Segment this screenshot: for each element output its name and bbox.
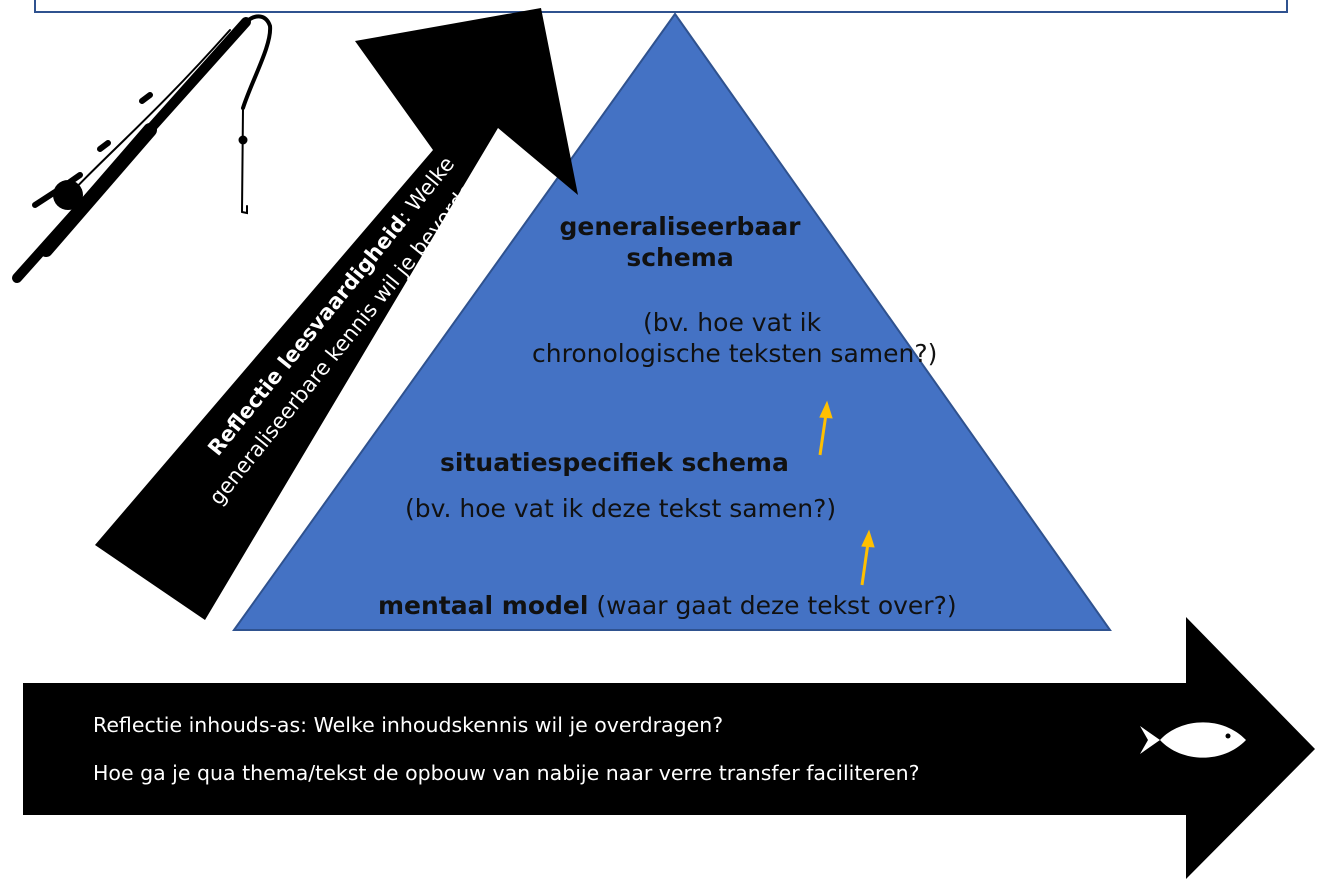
content-axis-arrow bbox=[23, 617, 1315, 879]
fishing-rod-icon bbox=[12, 14, 273, 283]
content-reflection-title: Reflectie inhouds-as bbox=[93, 713, 301, 737]
situation-schema-title: situatiespecifiek schema bbox=[440, 448, 789, 477]
top-title-line1: generaliseerbaar bbox=[559, 212, 801, 241]
mental-model-title: mentaal model bbox=[378, 591, 589, 620]
top-example-line1: (bv. hoe vat ik bbox=[642, 308, 822, 337]
up-arrow-icon bbox=[860, 529, 875, 586]
mental-model: mentaal model (waar gaat deze tekst over… bbox=[378, 591, 957, 622]
content-reflection-line2: Hoe ga je qua thema/tekst de opbouw van … bbox=[93, 761, 920, 785]
fish-icon bbox=[1140, 722, 1246, 758]
generalizable-schema-example: (bv. hoe vat ik chronologische teksten s… bbox=[532, 308, 937, 369]
content-reflection-line1: Reflectie inhouds-as: Welke inhoudskenni… bbox=[93, 713, 724, 737]
top-example-line2: chronologische teksten samen?) bbox=[532, 338, 938, 368]
up-arrow-icon bbox=[818, 400, 833, 456]
top-title-line2: schema bbox=[626, 242, 734, 272]
reading-skill-arrow bbox=[95, 8, 578, 620]
schema-triangle bbox=[232, 12, 1112, 631]
generalizable-schema-title: generaliseerbaar schema bbox=[520, 212, 840, 273]
situation-schema-example: (bv. hoe vat ik deze tekst samen?) bbox=[405, 494, 837, 523]
top-box-border bbox=[34, 0, 1288, 13]
mental-model-example: (waar gaat deze tekst over?) bbox=[596, 591, 957, 620]
